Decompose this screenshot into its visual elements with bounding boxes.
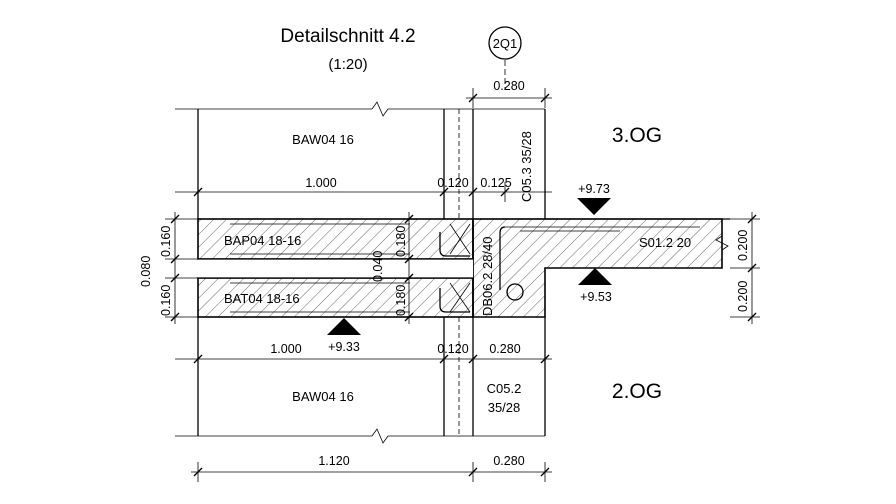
- axis-bubble-icon: 2Q1: [488, 26, 522, 90]
- reinforcement: [230, 223, 700, 313]
- wall-lower: BAW04 16 C05.2 35/28: [175, 317, 545, 444]
- slab-sections: [197, 218, 730, 318]
- level-bottom-left-label: +9.33: [328, 340, 360, 354]
- dim-bottom-right-label: 0.280: [493, 454, 524, 468]
- level-triangle-icon: [577, 198, 611, 215]
- dim-inner-lower-label: 0.180: [394, 285, 408, 316]
- dim-right-column: 0.200 0.200: [730, 212, 760, 324]
- dim-inner-column: 0.180 0.040 0.180: [371, 212, 414, 324]
- dim-upper-left-label: 1.000: [305, 176, 336, 190]
- wall-upper: BAW04 16: [175, 101, 545, 219]
- dim-top-column-label: 0.280: [493, 79, 524, 93]
- dim-lower-mid2-label: 0.280: [489, 342, 520, 356]
- level-top-label: +9.73: [578, 182, 610, 196]
- dim-top-column: 0.280: [466, 79, 552, 108]
- drawing-title: Detailschnitt 4.2: [280, 26, 415, 47]
- dim-left-gap-label: 0.080: [139, 256, 153, 287]
- drawing-scale: (1:20): [328, 56, 367, 73]
- wall-lower-label: BAW04 16: [292, 389, 354, 404]
- slab-right-label: S01.2 20: [639, 235, 691, 250]
- dim-right-upper-label: 0.200: [736, 230, 750, 261]
- level-marker-top: +9.73: [577, 182, 611, 215]
- dim-inner-gap-label: 0.040: [371, 251, 385, 282]
- wall-upper-label: BAW04 16: [292, 132, 354, 147]
- slab-lower-label: BAT04 18-16: [224, 291, 300, 306]
- floor-lower-label: 2.OG: [612, 380, 662, 403]
- level-marker-bottom-left: +9.33: [327, 318, 361, 354]
- beam-label: DB06.2 28/40: [480, 236, 495, 316]
- level-triangle-icon: [327, 318, 361, 335]
- dim-left-column: 0.160 0.080 0.160: [139, 212, 198, 324]
- dim-bottom-row: 1.120 0.280: [191, 454, 552, 482]
- level-bottom-right-label: +9.53: [580, 290, 612, 304]
- level-marker-bottom-right: +9.53: [578, 268, 612, 304]
- dim-right-lower-label: 0.200: [736, 281, 750, 312]
- dim-lower-mid1-label: 0.120: [437, 342, 468, 356]
- dim-upper-row: 1.000 0.120 0.125: [175, 176, 552, 202]
- floor-upper-label: 3.OG: [612, 124, 662, 147]
- dim-lower-left-label: 1.000: [270, 342, 301, 356]
- dim-inner-upper-label: 0.180: [394, 226, 408, 257]
- column-upper-label: C05.3 35/28: [519, 131, 534, 202]
- column-lower-label-1: C05.2: [487, 381, 522, 396]
- slab-upper-label: BAP04 18-16: [224, 233, 301, 248]
- dim-upper-mid2-label: 0.125: [480, 176, 511, 190]
- dim-left-lower-label: 0.160: [159, 285, 173, 316]
- level-triangle-icon: [578, 268, 612, 285]
- dim-bottom-left-label: 1.120: [318, 454, 349, 468]
- dim-lower-row: 1.000 0.120 0.280: [175, 317, 552, 436]
- axis-label: 2Q1: [493, 36, 518, 51]
- column-lower-label-2: 35/28: [488, 400, 521, 415]
- dim-left-upper-label: 0.160: [159, 226, 173, 257]
- dim-upper-mid1-label: 0.120: [437, 176, 468, 190]
